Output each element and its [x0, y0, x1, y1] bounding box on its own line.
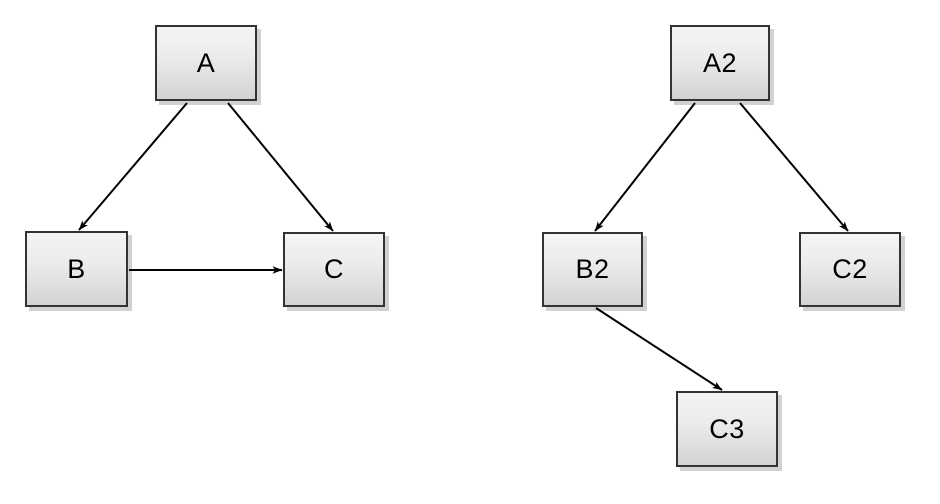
edge-a2-b2[interactable] [594, 102, 696, 232]
node-c3[interactable]: C3 [676, 391, 778, 467]
edge-a-c[interactable] [227, 102, 334, 232]
node-label: A [196, 47, 216, 78]
node-label: A2 [702, 47, 738, 78]
node-c[interactable]: C [283, 232, 385, 307]
node-b[interactable]: B [25, 231, 128, 307]
node-c2[interactable]: C2 [799, 232, 901, 307]
node-label: B [67, 253, 86, 284]
edge-b2-c3[interactable] [595, 307, 723, 391]
node-a2[interactable]: A2 [670, 25, 770, 101]
edge-a-b[interactable] [78, 102, 188, 231]
node-label: C3 [709, 413, 745, 444]
edges-group [78, 102, 849, 391]
node-a[interactable]: A [155, 25, 257, 101]
edge-a2-c2[interactable] [739, 102, 849, 232]
node-b2[interactable]: B2 [542, 232, 643, 307]
node-label: C [324, 254, 344, 284]
node-label: B2 [575, 254, 610, 284]
node-label: C2 [832, 254, 868, 284]
